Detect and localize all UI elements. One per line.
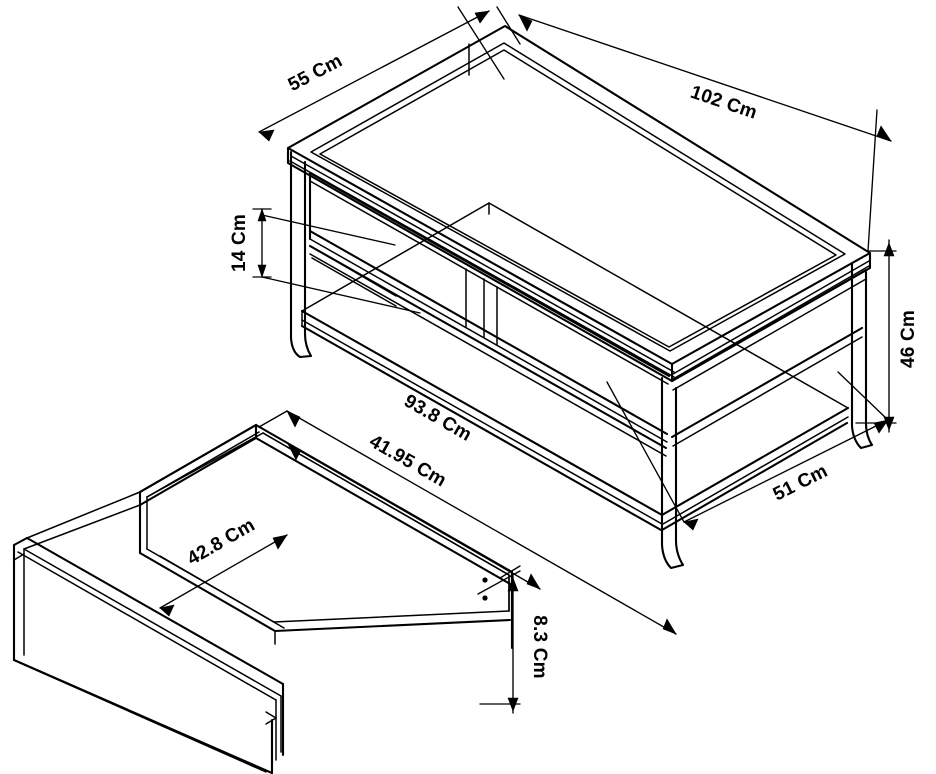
dimension-line-drawer-83 [477, 570, 521, 714]
drawer-front-to-box-link [23, 491, 141, 550]
table-apron-right [670, 268, 868, 447]
label-opening-14: 14 Cm [229, 214, 250, 272]
dimension-line-opening-14 [252, 208, 421, 314]
drawer-front-panel [12, 536, 285, 774]
drawer-base-front-edge [138, 551, 514, 650]
extension-lines-top [457, 6, 878, 252]
drawer-fixing-dot [482, 577, 488, 583]
table-leg-rear-right [850, 262, 874, 450]
dimension-line-depth-55 [258, 10, 490, 142]
label-shelf-51: 51 Cm [770, 461, 831, 506]
coffee-table-view [286, 24, 874, 570]
dimension-group-table [252, 6, 897, 531]
label-height-46: 46 Cm [898, 310, 919, 368]
table-leg-front-left [289, 150, 313, 359]
drawer-side-right [482, 570, 514, 616]
label-drawer-4195: 41.95 Cm [366, 431, 450, 491]
table-leg-front-right [660, 376, 685, 570]
label-depth-55: 55 Cm [285, 50, 346, 95]
label-drawer-83: 8.3 Cm [529, 615, 550, 679]
table-top [286, 24, 872, 383]
table-lower-shelf [300, 202, 850, 532]
dimension-line-height-46 [855, 239, 897, 433]
table-stretcher-left [311, 246, 397, 307]
drawer-base-panel [146, 432, 510, 629]
dimension-line-drawer-938 [258, 410, 677, 635]
dimension-line-shelf-51 [606, 371, 889, 531]
drawer-fixing-dot [482, 595, 488, 601]
dimension-line-width-102 [518, 14, 892, 142]
drawer-view [12, 423, 514, 774]
label-drawer-428: 42.8 Cm [184, 515, 259, 570]
table-drawer-front [308, 171, 671, 457]
dimension-line-drawer-428 [159, 534, 288, 617]
label-width-102: 102 Cm [688, 82, 760, 124]
